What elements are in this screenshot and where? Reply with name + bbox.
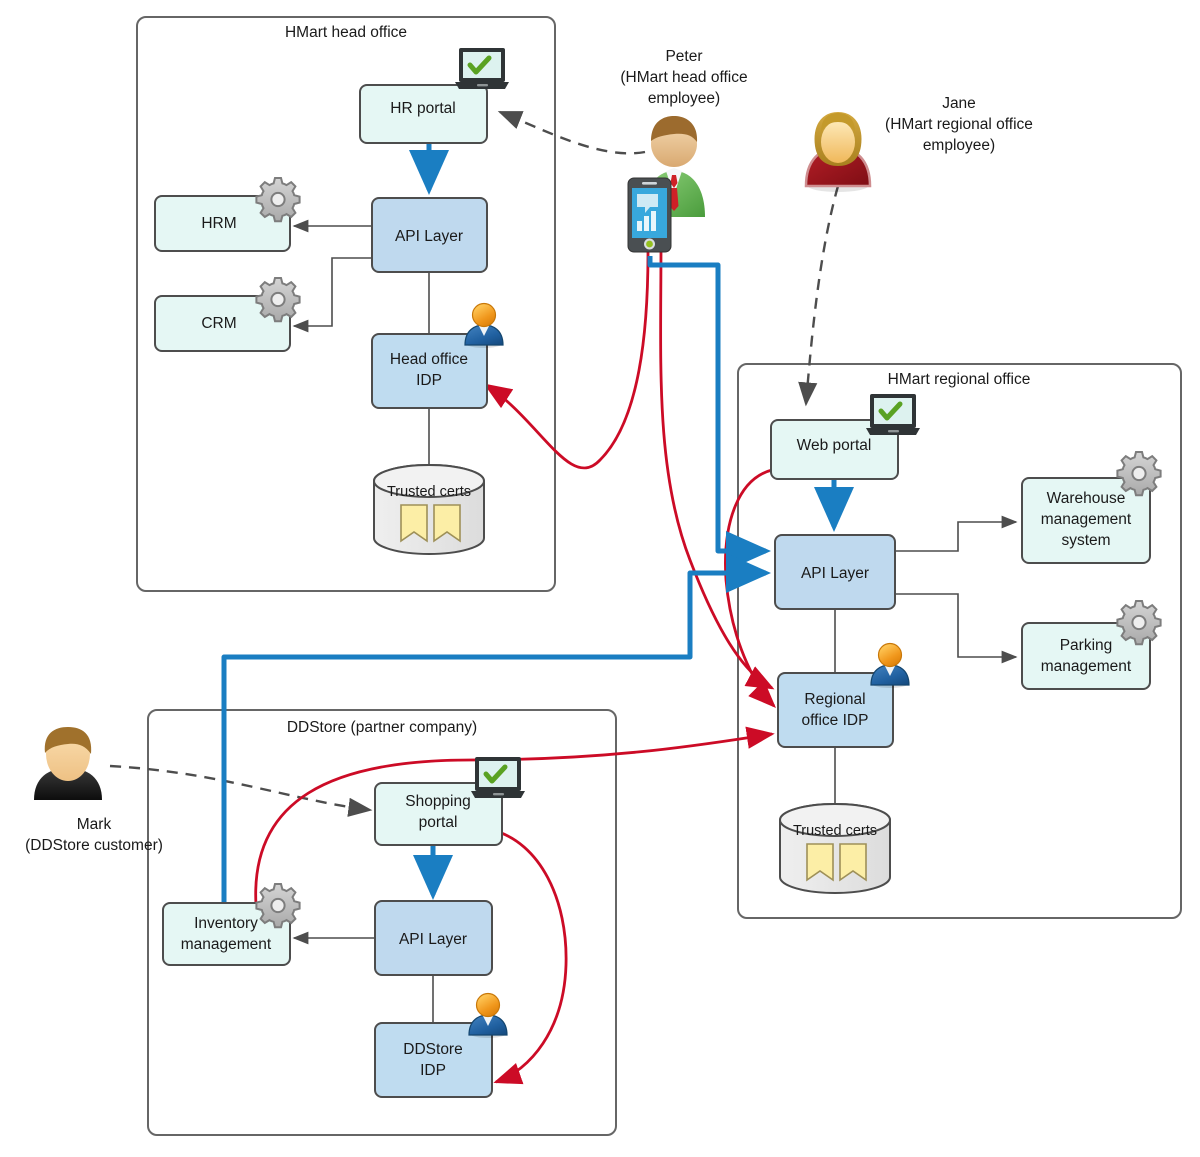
node-ddstore-idp[interactable]: DDStore IDP [374, 1022, 493, 1098]
node-dd-api-layer[interactable]: API Layer [374, 900, 493, 976]
group-label-head-office: HMart head office [285, 24, 407, 41]
gear-icon [255, 883, 301, 929]
certificate-icon [806, 843, 867, 882]
gear-icon [255, 177, 301, 223]
actor-detail-1: (HMart head office [620, 69, 747, 86]
node-label: HRM [201, 215, 236, 232]
node-label: API Layer [801, 565, 869, 582]
actor-name: Jane [942, 95, 976, 112]
group-head-office: HMart head office [136, 16, 556, 592]
user-badge-icon [468, 992, 508, 1038]
node-ro-api-layer[interactable]: API Layer [774, 534, 896, 610]
group-label-ddstore: DDStore (partner company) [287, 719, 477, 736]
node-label: Trusted certs [793, 823, 877, 839]
node-label-line2: IDP [416, 372, 442, 389]
laptop-check-icon [866, 394, 920, 435]
node-label: HR portal [390, 100, 455, 117]
node-label-line1: Shopping [405, 793, 471, 810]
node-warehouse-management-system[interactable]: Warehouse management system [1021, 477, 1151, 564]
node-label-line2: portal [419, 814, 458, 831]
actor-detail-2: employee) [923, 137, 995, 154]
dashed-actor-connectors [109, 110, 840, 817]
node-crm[interactable]: CRM [154, 295, 291, 352]
laptop-check-icon [471, 757, 525, 798]
laptop-check-icon [455, 48, 509, 89]
node-hrm[interactable]: HRM [154, 195, 291, 252]
node-label-line2: management [1041, 658, 1132, 675]
group-label-regional-office: HMart regional office [888, 371, 1031, 388]
node-head-office-idp[interactable]: Head office IDP [371, 333, 488, 409]
node-label-line2: office IDP [802, 712, 869, 729]
node-label-line2: management [1041, 511, 1132, 528]
actor-detail-1: (DDStore customer) [25, 837, 163, 854]
node-parking-management[interactable]: Parking management [1021, 622, 1151, 690]
actor-mark: Mark (DDStore customer) [25, 727, 163, 854]
node-label: API Layer [399, 931, 467, 948]
node-label-line1: Regional [804, 691, 865, 708]
node-shopping-portal[interactable]: Shopping portal [374, 782, 503, 846]
actor-name: Peter [665, 48, 702, 65]
node-label-line2: IDP [420, 1062, 446, 1079]
user-badge-icon [870, 642, 910, 688]
node-label-line1: Warehouse [1047, 490, 1126, 507]
node-label-line1: Head office [390, 351, 468, 368]
actor-jane: Jane (HMart regional office employee) [804, 95, 1033, 192]
red-flow-edges [254, 245, 776, 1085]
actor-peter: Peter (HMart head office employee) [620, 48, 748, 253]
node-inventory-management[interactable]: Inventory management [162, 902, 291, 966]
node-web-portal[interactable]: Web portal [770, 419, 899, 480]
blue-flow-edges [221, 143, 854, 905]
group-ddstore: DDStore (partner company) [147, 709, 617, 1136]
node-label-line2: management [181, 936, 272, 953]
node-label-line1: Inventory [194, 915, 258, 932]
node-hr-portal[interactable]: HR portal [359, 84, 488, 144]
actor-name: Mark [77, 816, 112, 833]
gear-icon [1116, 600, 1162, 646]
plain-connectors [428, 272, 836, 1023]
node-label: API Layer [395, 228, 463, 245]
gear-icon [1116, 451, 1162, 497]
node-label: Web portal [797, 437, 872, 454]
node-regional-office-trusted-certs[interactable]: Trusted certs [779, 803, 891, 894]
node-label: CRM [201, 315, 236, 332]
certificate-icon [400, 504, 461, 543]
node-label-line1: DDStore [403, 1041, 462, 1058]
person-male-black-shirt-icon [34, 727, 102, 800]
user-badge-icon [464, 302, 504, 348]
actor-detail-2: employee) [648, 90, 720, 107]
actor-detail-1: (HMart regional office [885, 116, 1033, 133]
gray-arrow-connectors [292, 219, 1018, 945]
node-label: Trusted certs [387, 484, 471, 500]
node-head-office-trusted-certs[interactable]: Trusted certs [373, 464, 485, 555]
node-regional-office-idp[interactable]: Regional office IDP [777, 672, 894, 748]
smartphone-icon[interactable] [627, 177, 672, 253]
gear-icon [255, 277, 301, 323]
person-female-red-icon [804, 112, 872, 192]
node-label-line1: Parking [1060, 637, 1113, 654]
node-ho-api-layer[interactable]: API Layer [371, 197, 488, 273]
node-label-line3: system [1061, 532, 1110, 549]
